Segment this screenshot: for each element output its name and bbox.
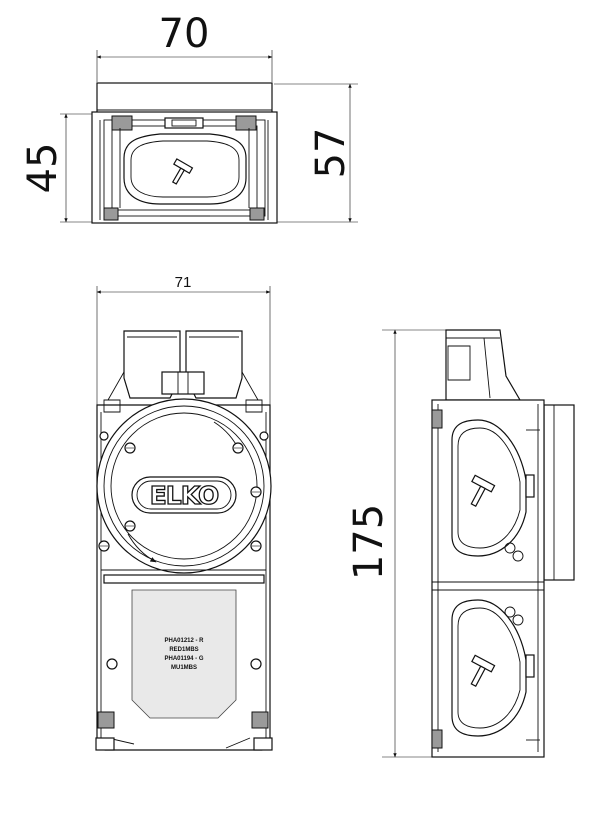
hammer-icon bbox=[470, 654, 496, 687]
product-label-line-3: PHA01194 - G bbox=[164, 656, 203, 662]
elko-logo: ELKO bbox=[131, 476, 237, 514]
hammer-icon bbox=[171, 158, 194, 185]
side-view: 175 bbox=[346, 329, 575, 758]
dim-top-height-outer: 57 bbox=[308, 128, 354, 179]
dim-side-height: 175 bbox=[346, 504, 392, 580]
dim-top-width: 70 bbox=[159, 11, 210, 57]
logo-text: ELKO bbox=[150, 481, 219, 510]
top-view: 70 45 57 bbox=[20, 11, 358, 224]
screw-icon bbox=[98, 431, 269, 552]
dim-front-width: 71 bbox=[175, 274, 192, 291]
product-label-line-4: MU1MBS bbox=[171, 665, 197, 671]
hammer-icon bbox=[470, 474, 496, 507]
dim-top-height-inner: 45 bbox=[20, 143, 66, 194]
front-view: 71 bbox=[95, 274, 273, 751]
cable-gland-icon bbox=[504, 542, 524, 626]
product-label-line-1: PHA01212 - R bbox=[164, 638, 204, 644]
product-label-line-2: RED1MBS bbox=[169, 647, 198, 653]
